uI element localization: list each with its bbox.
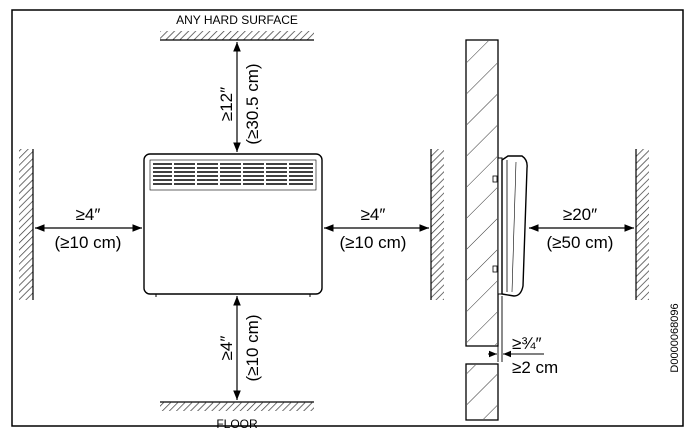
- wall-gap-metric: ≥2 cm: [512, 358, 558, 377]
- right-clearance-metric: (≥10 cm): [340, 233, 407, 252]
- front-clearance-metric: (≥50 cm): [547, 233, 614, 252]
- heater-front: [143, 153, 323, 297]
- floor-label: FLOOR: [216, 417, 258, 431]
- left-wall: [19, 149, 34, 300]
- bottom-clearance-imperial: ≥4″: [217, 336, 236, 361]
- diagram-frame: [11, 9, 684, 427]
- heater-side: [492, 155, 528, 297]
- top-surface: [160, 31, 314, 41]
- side-right-wall: [635, 149, 649, 300]
- wall-gap-imperial: ≥¾″: [512, 334, 542, 353]
- right-clearance-imperial: ≥4″: [361, 205, 386, 224]
- right-wall: [430, 149, 444, 300]
- heater-grille: [153, 163, 313, 185]
- document-id: D0000068096: [669, 303, 681, 372]
- floor-surface: [160, 401, 314, 411]
- side-wall: [465, 39, 499, 421]
- front-clearance-imperial: ≥20″: [563, 205, 597, 224]
- top-surface-label: ANY HARD SURFACE: [176, 13, 298, 27]
- bottom-clearance-metric: (≥10 cm): [243, 315, 262, 382]
- top-clearance-metric: (≥30.5 cm): [243, 63, 262, 144]
- top-clearance-imperial: ≥12″: [217, 87, 236, 121]
- left-clearance-metric: (≥10 cm): [55, 233, 122, 252]
- left-clearance-imperial: ≥4″: [76, 205, 101, 224]
